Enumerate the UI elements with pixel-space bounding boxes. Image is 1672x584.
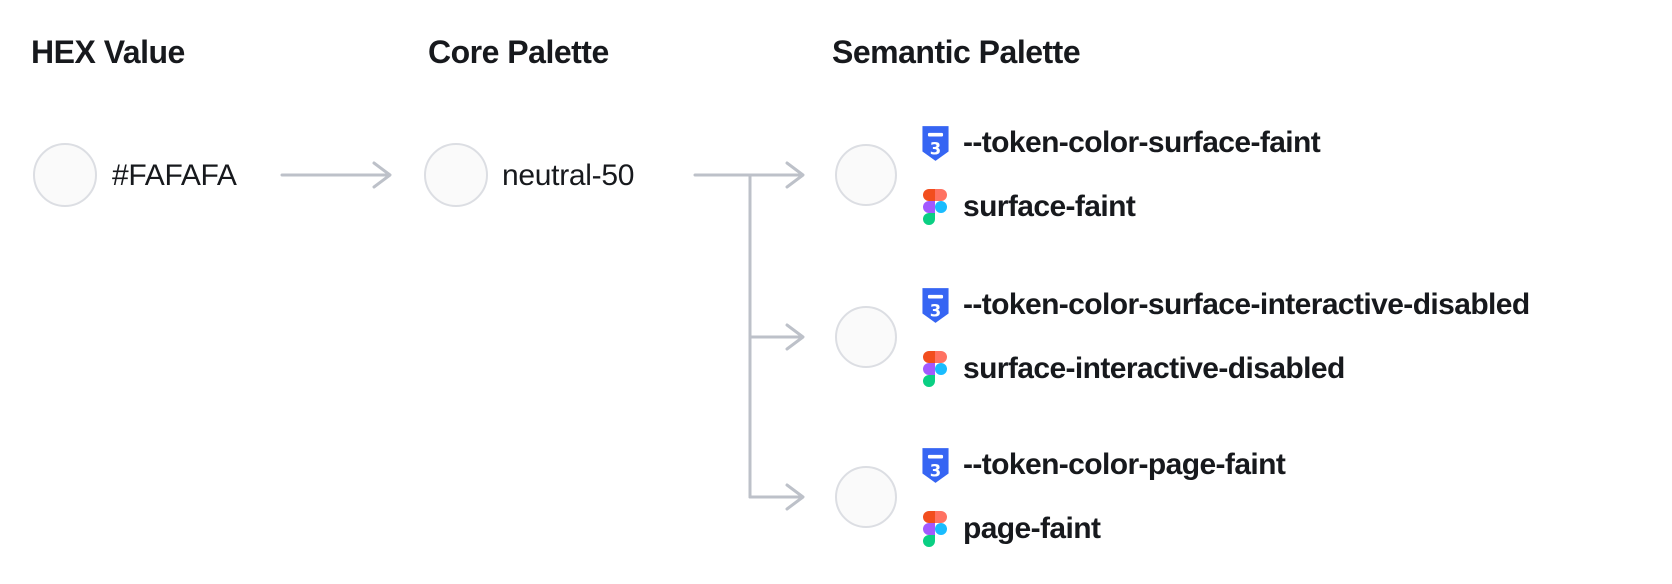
figma-style-row: surface-interactive-disabled bbox=[920, 350, 1530, 388]
figma-logo-icon bbox=[920, 511, 950, 547]
css-variable-row: 3 --token-color-surface-faint bbox=[920, 124, 1321, 162]
column-header-core-palette: Core Palette bbox=[428, 34, 609, 70]
figma-style-label: surface-interactive-disabled bbox=[963, 352, 1345, 385]
core-color-swatch bbox=[424, 143, 488, 207]
svg-text:3: 3 bbox=[929, 301, 940, 320]
hex-color-swatch bbox=[33, 143, 97, 207]
css3-badge-icon: 3 bbox=[920, 447, 950, 483]
semantic-token-entry: 3 --token-color-page-faint page-faint bbox=[920, 446, 1286, 548]
css-variable-label: --token-color-surface-interactive-disabl… bbox=[963, 288, 1530, 321]
semantic-token-entry: 3 --token-color-surface-interactive-disa… bbox=[920, 286, 1530, 388]
figma-logo-icon bbox=[920, 189, 950, 225]
core-palette-name-label: neutral-50 bbox=[502, 159, 635, 192]
figma-style-row: page-faint bbox=[920, 510, 1285, 548]
css-variable-label: --token-color-page-faint bbox=[963, 448, 1286, 481]
svg-text:3: 3 bbox=[929, 461, 940, 480]
css-variable-label: --token-color-surface-faint bbox=[963, 126, 1321, 159]
column-header-semantic-palette: Semantic Palette bbox=[832, 34, 1081, 70]
semantic-color-swatch bbox=[835, 144, 897, 206]
figma-style-label: surface-faint bbox=[963, 190, 1136, 223]
semantic-color-swatch bbox=[835, 306, 897, 368]
css-variable-row: 3 --token-color-page-faint bbox=[920, 446, 1286, 484]
css3-badge-icon: 3 bbox=[920, 125, 950, 161]
svg-text:3: 3 bbox=[929, 139, 940, 158]
css3-badge-icon: 3 bbox=[920, 287, 950, 323]
column-header-hex-value: HEX Value bbox=[31, 34, 185, 70]
semantic-color-swatch bbox=[835, 466, 897, 528]
hex-value-label: #FAFAFA bbox=[112, 159, 237, 192]
figma-style-label: page-faint bbox=[963, 512, 1101, 545]
figma-style-row: surface-faint bbox=[920, 188, 1320, 226]
figma-logo-icon bbox=[920, 351, 950, 387]
semantic-token-entry: 3 --token-color-surface-faint surface-fa… bbox=[920, 124, 1321, 226]
css-variable-row: 3 --token-color-surface-interactive-disa… bbox=[920, 286, 1530, 324]
